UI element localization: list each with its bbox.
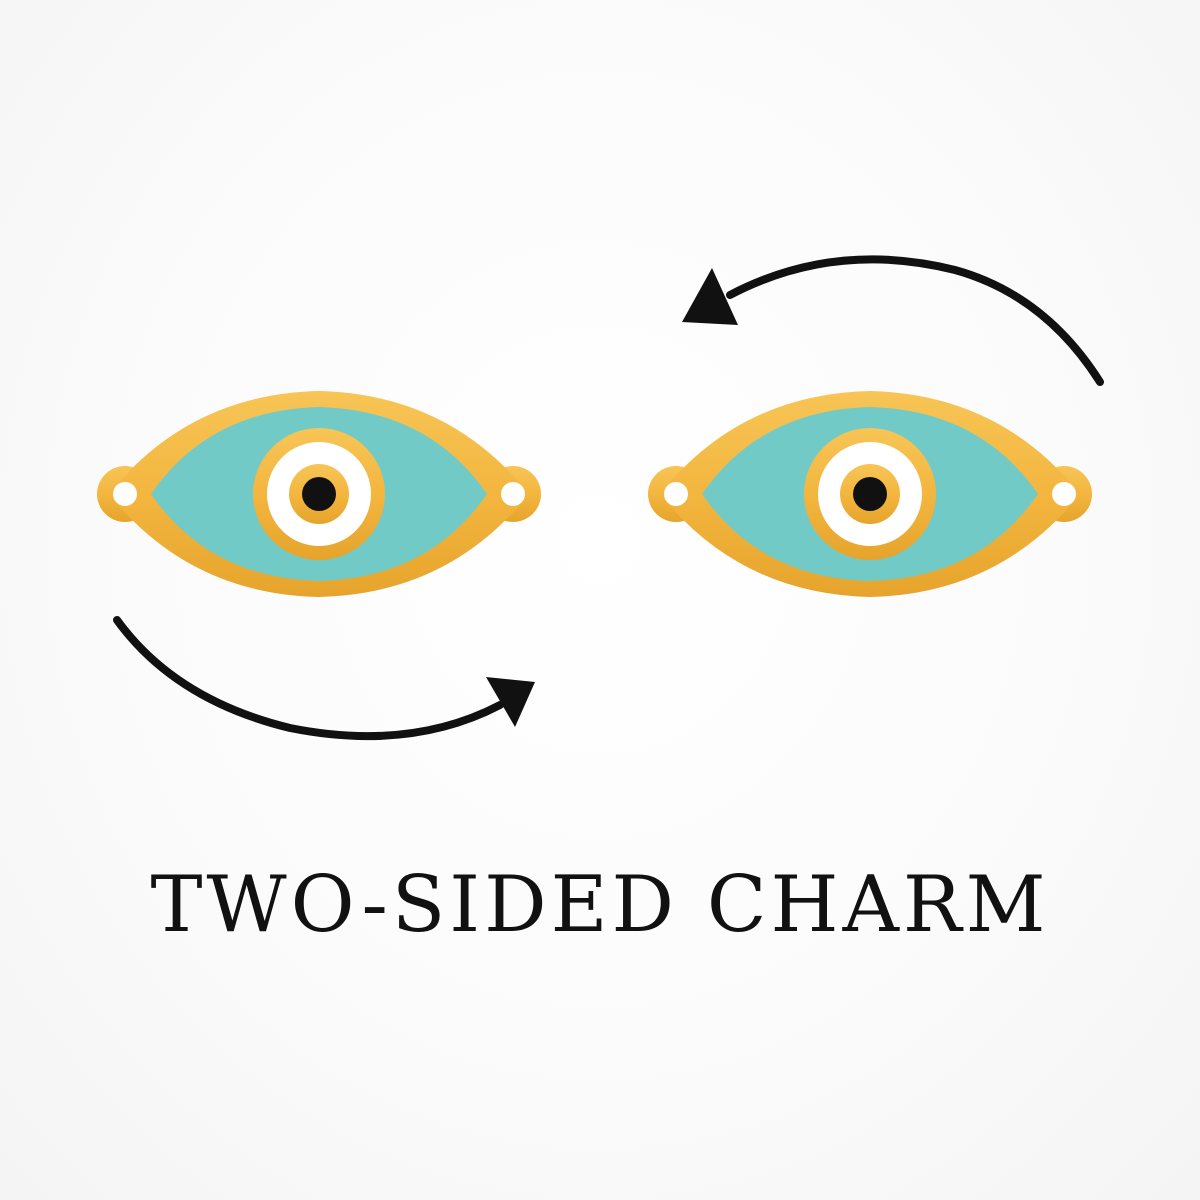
caption-text: TWO-SIDED CHARM [150,860,1050,950]
charm-back [648,391,1092,597]
rotate-arrow-top [682,255,1104,386]
rotate-arrow-bottom [113,616,535,741]
charm-front [97,391,541,597]
